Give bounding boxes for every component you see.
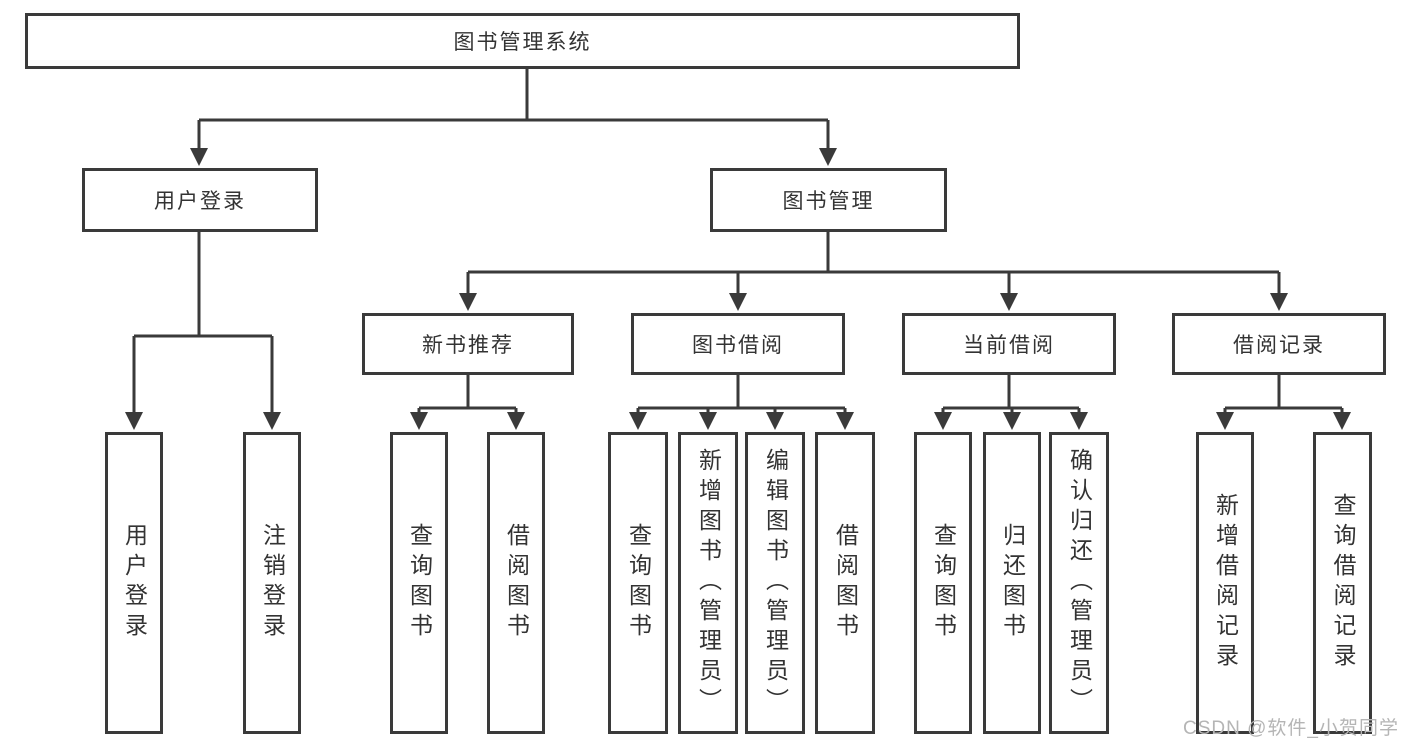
node-user-login: 用户登录	[82, 168, 318, 232]
connector-user-login-to-leaves	[125, 232, 281, 430]
leaf-user-login: 用户登录	[105, 432, 163, 734]
leaf-recommend-borrow-books: 借阅图书	[487, 432, 545, 734]
node-book-management: 图书管理	[710, 168, 947, 232]
leaf-recommend-query-books: 查询图书	[390, 432, 448, 734]
node-label: 归还图书	[999, 523, 1026, 643]
node-label: 图书管理	[782, 190, 875, 213]
connector-borrow-records-to-leaves	[1216, 375, 1351, 430]
node-label: 确认归还（管理员）	[1066, 448, 1093, 718]
leaf-current-return-books: 归还图书	[983, 432, 1041, 734]
node-current-borrow: 当前借阅	[902, 313, 1116, 375]
node-label: 查询图书	[930, 523, 957, 643]
leaf-current-query-books: 查询图书	[914, 432, 972, 734]
node-label: 编辑图书（管理员）	[762, 448, 789, 718]
node-label: 图书借阅	[692, 334, 784, 357]
leaf-logout: 注销登录	[243, 432, 301, 734]
node-label: 新书推荐	[422, 334, 514, 357]
node-label: 新增借阅记录	[1212, 493, 1239, 673]
node-new-book-recommend: 新书推荐	[362, 313, 574, 375]
leaf-borrow-add-books-admin: 新增图书（管理员）	[678, 432, 738, 734]
node-label: 图书管理系统	[453, 31, 592, 54]
node-label: 新增图书（管理员）	[695, 448, 722, 718]
leaf-borrow-query-books: 查询图书	[608, 432, 668, 734]
csdn-watermark: CSDN @软件_小贺同学	[1183, 718, 1399, 739]
node-label: 注销登录	[259, 523, 286, 643]
connector-current-borrow-to-leaves	[934, 375, 1088, 430]
connector-book-management-to-level3	[459, 232, 1288, 311]
node-label: 借阅图书	[503, 523, 530, 643]
leaf-borrow-borrow-books: 借阅图书	[815, 432, 875, 734]
leaf-borrow-edit-books-admin: 编辑图书（管理员）	[745, 432, 805, 734]
connector-root-to-level2	[190, 69, 837, 166]
node-label: 查询图书	[406, 523, 433, 643]
node-label: 查询借阅记录	[1330, 493, 1356, 673]
node-library-management-system: 图书管理系统	[25, 13, 1020, 69]
node-borrow-records: 借阅记录	[1172, 313, 1386, 375]
node-label: 当前借阅	[963, 334, 1055, 357]
leaf-records-add-borrow-record: 新增借阅记录	[1196, 432, 1254, 734]
leaf-records-query-borrow-record: 查询借阅记录	[1313, 432, 1372, 734]
node-label: 用户登录	[121, 523, 148, 643]
node-book-borrow: 图书借阅	[631, 313, 845, 375]
connector-new-book-recommend-to-leaves	[410, 375, 525, 430]
node-label: 查询图书	[625, 523, 652, 643]
node-label: 借阅记录	[1233, 334, 1325, 357]
node-label: 借阅图书	[832, 523, 859, 643]
connector-book-borrow-to-leaves	[629, 375, 854, 430]
leaf-current-confirm-return-admin: 确认归还（管理员）	[1049, 432, 1109, 734]
node-label: 用户登录	[154, 190, 246, 213]
